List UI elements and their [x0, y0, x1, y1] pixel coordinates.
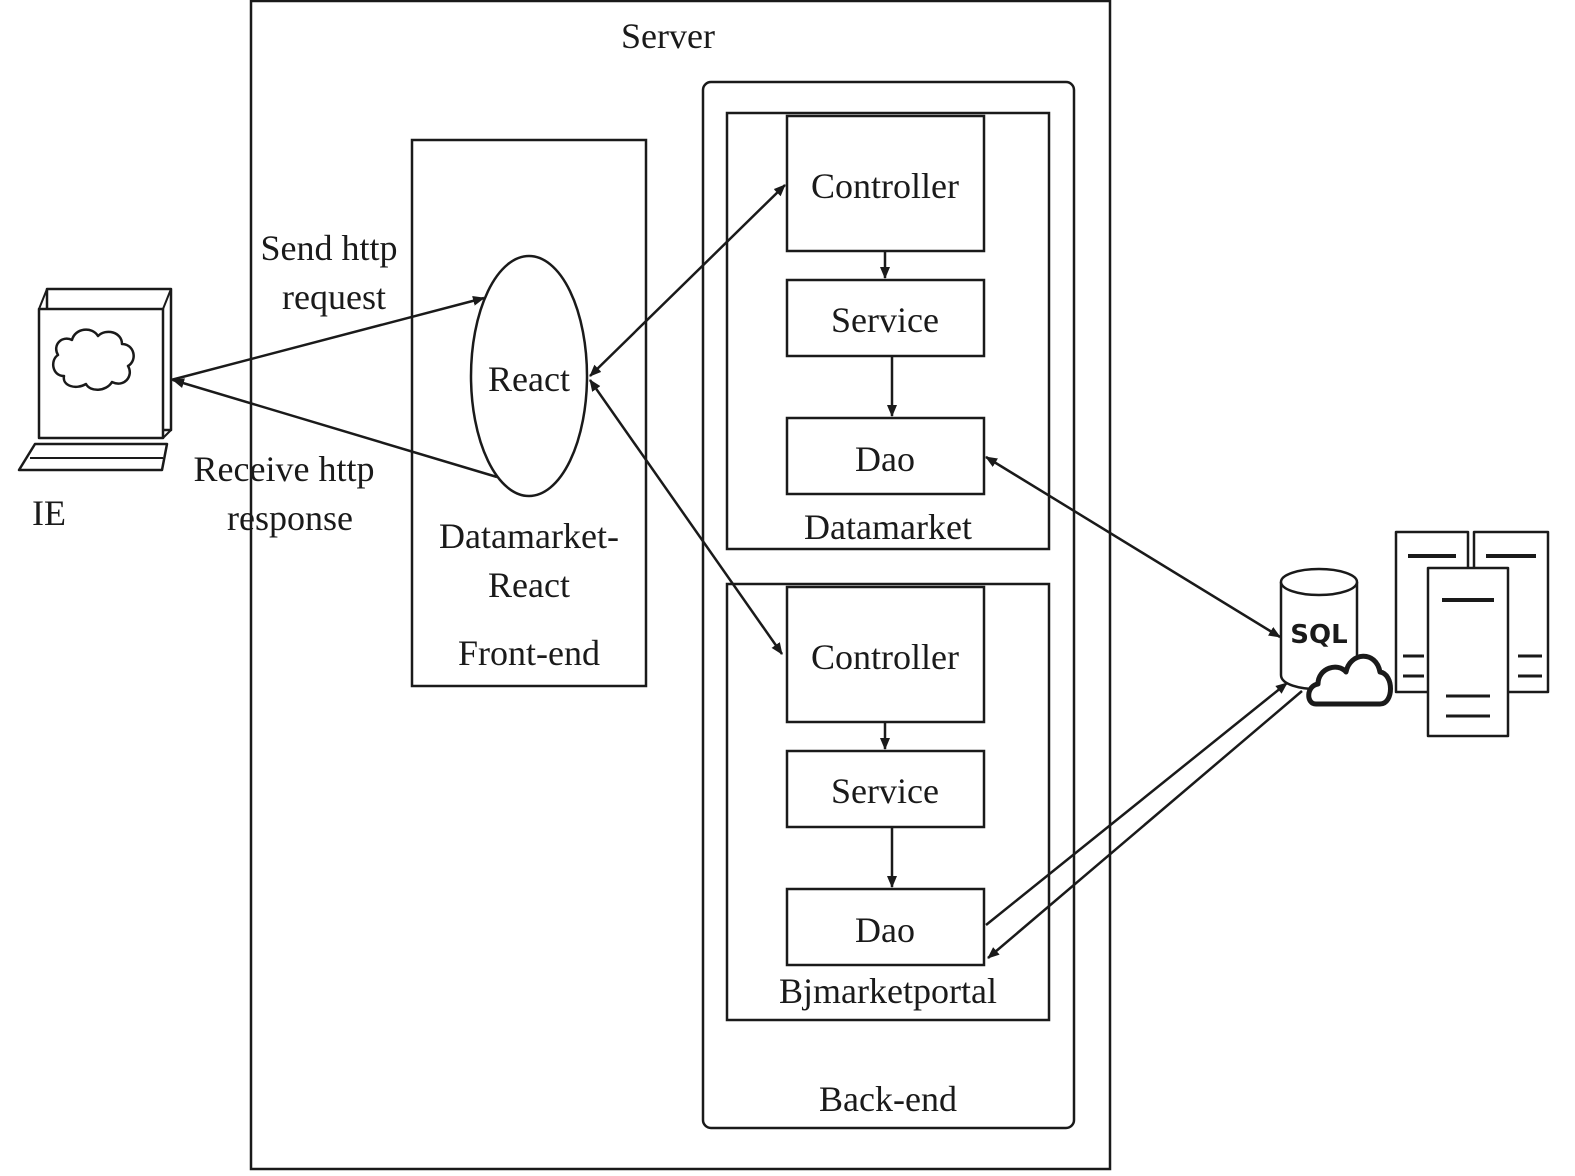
datamarket-controller-label: Controller — [811, 166, 959, 206]
receive-response-label-line2: response — [227, 498, 353, 538]
client-label: IE — [32, 493, 66, 533]
database-to-bjmarketportal-dao-arrow — [987, 690, 1303, 959]
datamarket-dao-database-arrow — [985, 455, 1281, 639]
receive-response-arrow — [172, 378, 498, 479]
server-title: Server — [621, 16, 715, 56]
react-bjmarketportal-controller-arrow — [588, 379, 784, 655]
sql-cloud-database-icon: SQL — [1279, 567, 1393, 707]
receive-response-label-line1: Receive http — [194, 449, 375, 489]
computer-icon — [17, 287, 173, 472]
frontend-title: Front-end — [458, 633, 600, 673]
datamarket-module-name: Datamarket — [804, 507, 972, 547]
frontend-module-name-line1: Datamarket- — [439, 516, 619, 556]
react-label: React — [488, 359, 570, 399]
bjmarketportal-dao-box — [785, 887, 986, 967]
datamarket-dao-box — [785, 416, 986, 496]
bjmarketportal-module — [725, 582, 1051, 1022]
frontend-module-name-line2: React — [488, 565, 570, 605]
send-request-label-line2: request — [282, 277, 386, 317]
bjmarketportal-module-name: Bjmarketportal — [779, 971, 997, 1011]
database-cloud-icon — [1306, 653, 1393, 707]
bjmarketportal-controller-label: Controller — [811, 637, 959, 677]
send-request-label-line1: Send http — [260, 228, 397, 268]
datamarket-service-box — [785, 278, 986, 358]
bjmarketportal-dao-label: Dao — [855, 910, 915, 950]
cloud-icon — [51, 328, 135, 391]
react-node — [469, 254, 589, 498]
send-request-arrow — [170, 295, 485, 382]
bjmarketportal-service-box — [785, 749, 986, 829]
backend-title: Back-end — [819, 1079, 957, 1119]
sql-badge: SQL — [1290, 620, 1347, 650]
react-datamarket-controller-arrow — [589, 184, 786, 377]
bjmarketportal-service-label: Service — [831, 771, 939, 811]
server-rack-icon — [1394, 530, 1550, 738]
datamarket-service-label: Service — [831, 300, 939, 340]
bjmarketportal-dao-to-database-arrow — [985, 682, 1288, 926]
datamarket-dao-label: Dao — [855, 439, 915, 479]
